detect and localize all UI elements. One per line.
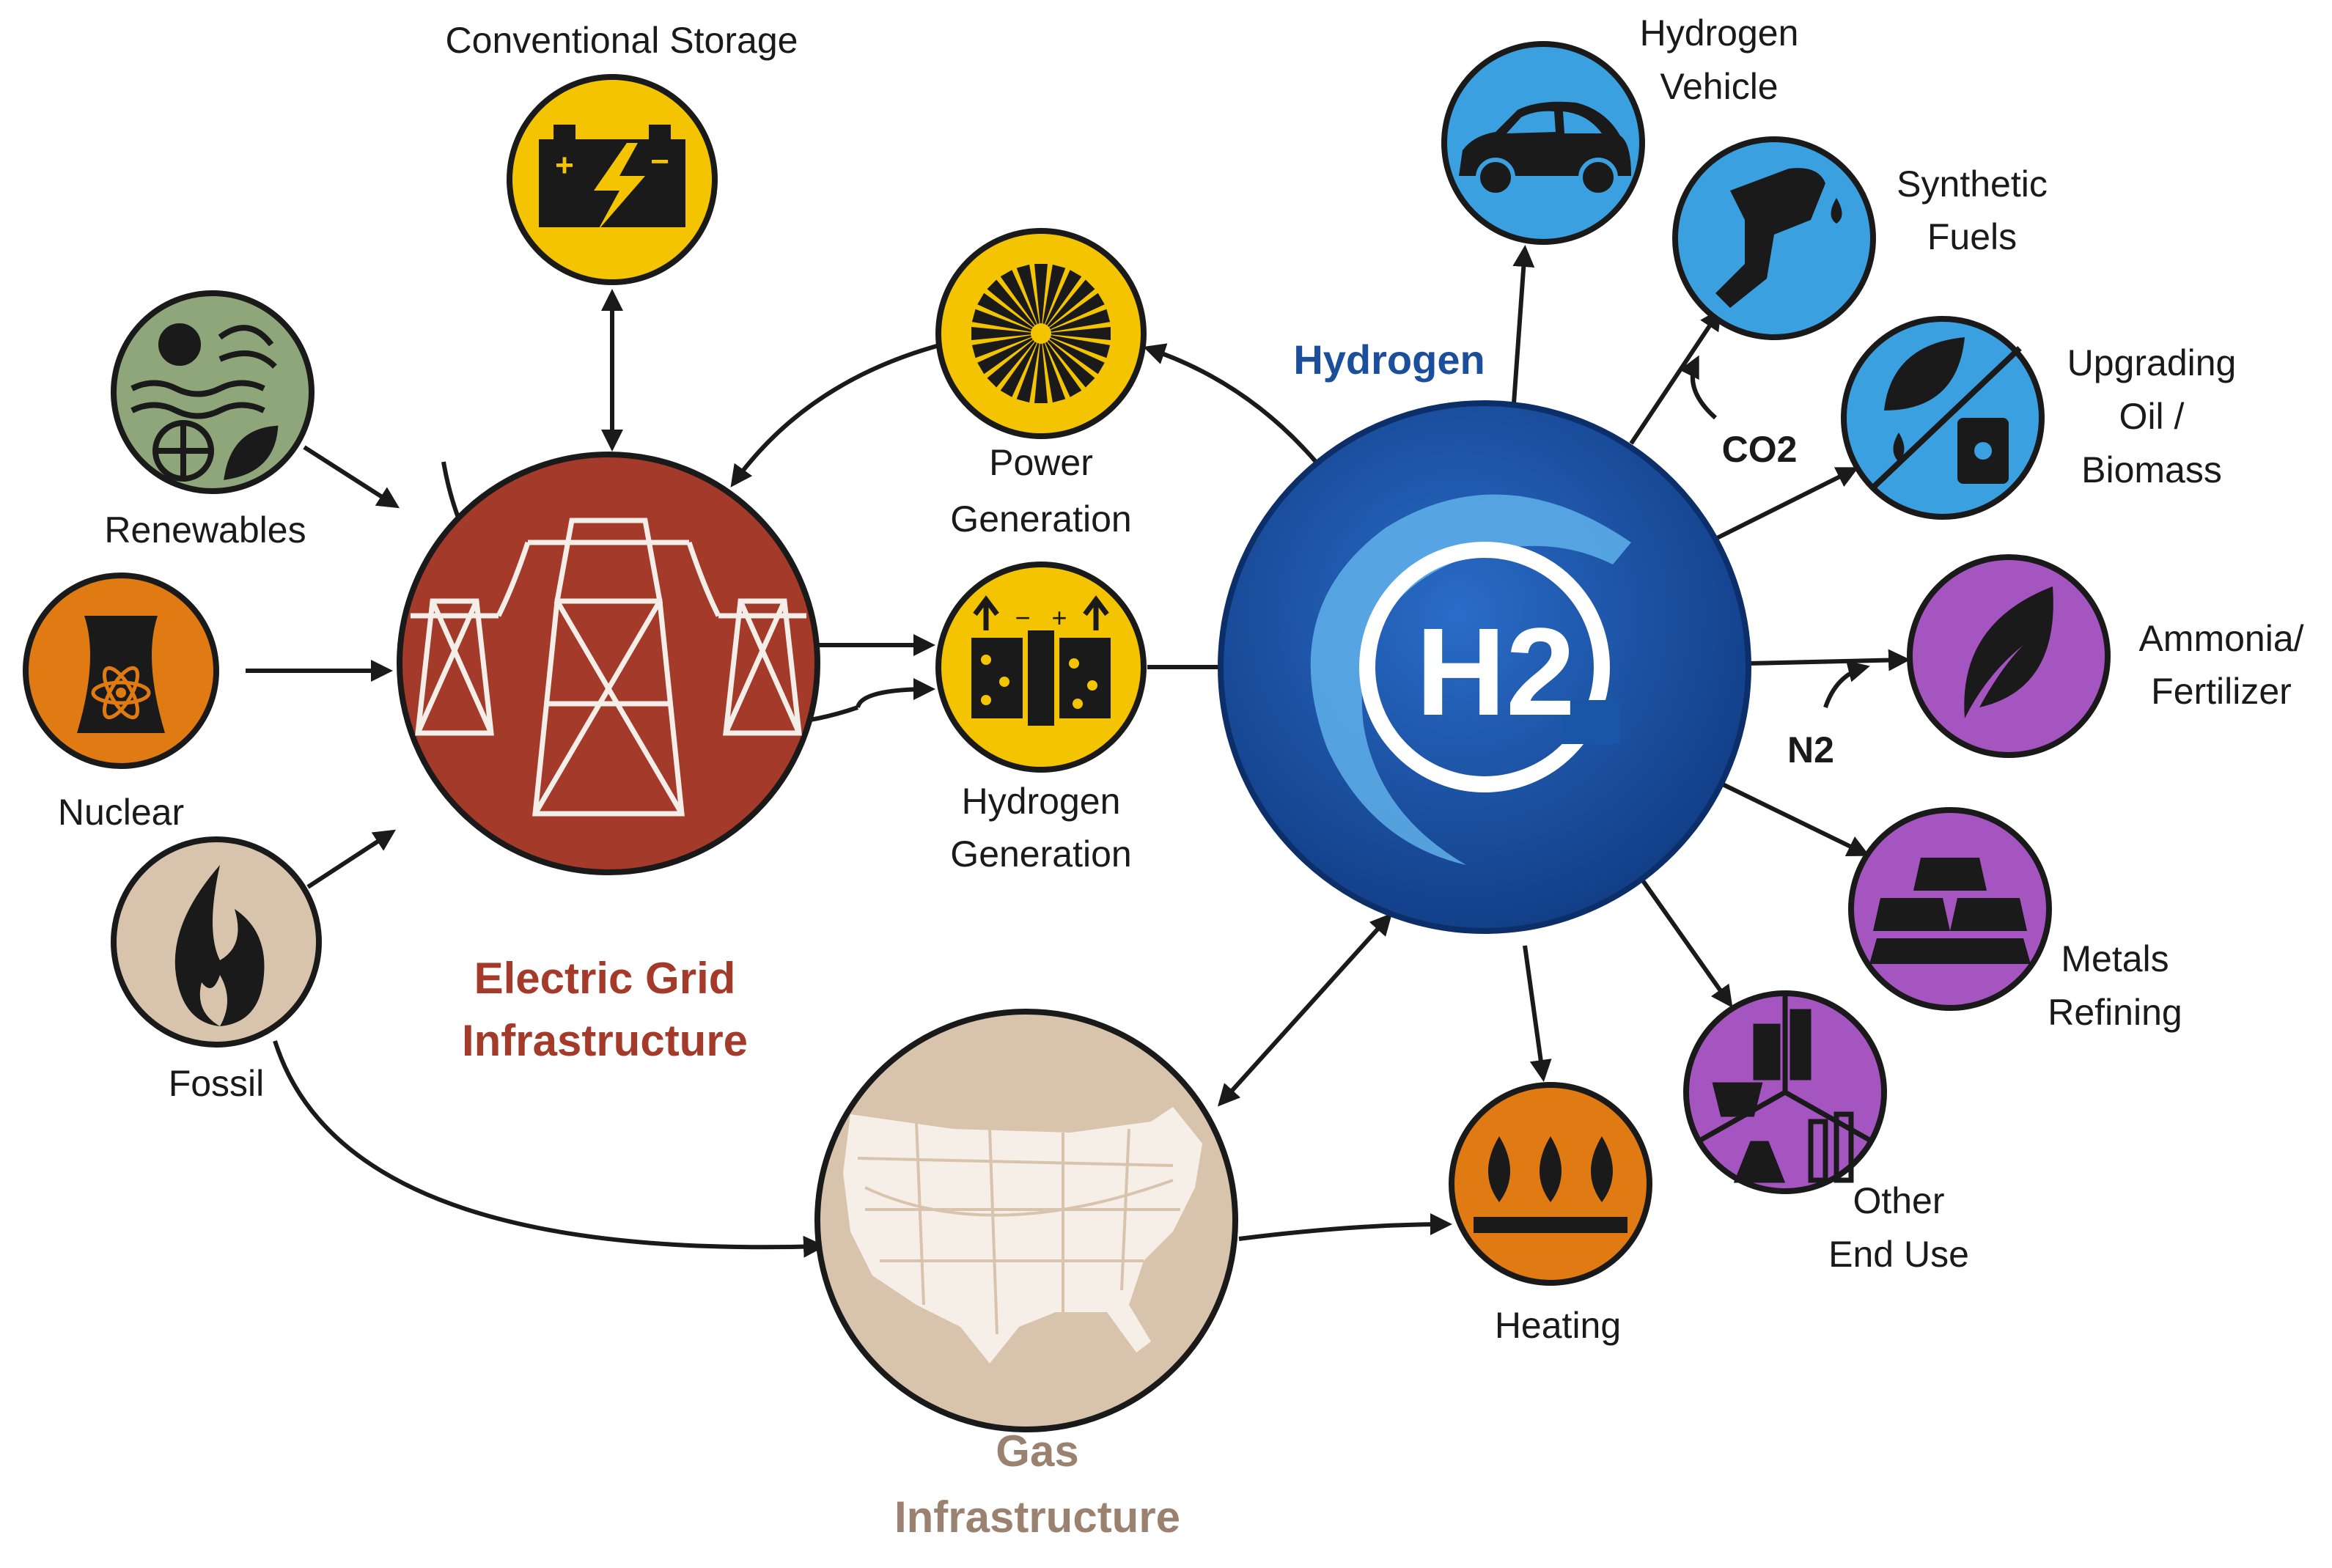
fuel-nozzle-icon — [1715, 168, 1842, 308]
node-gas-infrastructure — [814, 1009, 1238, 1432]
node-upgrading-oil-biomass — [1841, 316, 2045, 520]
leaf-barrel-icon — [1871, 337, 2022, 490]
label-fossil: Fossil — [169, 1063, 265, 1104]
battery-icon: + − — [539, 125, 685, 231]
svg-text:−: − — [1015, 603, 1030, 633]
label-upgrading-1: Upgrading — [2067, 342, 2237, 383]
label-other-end-use-2: End Use — [1828, 1234, 1969, 1275]
label-ammonia-1: Ammonia/ — [2138, 618, 2303, 659]
leaf-icon — [1964, 586, 2053, 718]
label-gas-infrastructure-1: Gas — [996, 1427, 1078, 1476]
edge-hydrogen-synthetic-fuels — [1629, 308, 1722, 445]
node-ammonia-fertilizer — [1907, 554, 2111, 758]
label-upgrading-3: Biomass — [2081, 449, 2222, 490]
label-ammonia-2: Fertilizer — [2151, 671, 2292, 712]
node-conventional-storage: + − — [507, 74, 718, 285]
label-hydrogen-generation-2: Generation — [950, 833, 1131, 875]
label-other-end-use-1: Other — [1853, 1180, 1944, 1221]
label-synthetic-fuels-1: Synthetic — [1897, 163, 2048, 205]
edge-n2-ammonia — [1823, 660, 1870, 708]
label-heating: Heating — [1495, 1305, 1621, 1346]
edge-hydrogen-metals — [1721, 782, 1870, 856]
edge-renewables-grid — [303, 445, 400, 509]
label-nuclear: Nuclear — [58, 792, 184, 833]
renewables-icon — [130, 323, 279, 482]
svg-text:+: + — [555, 147, 574, 183]
label-hydrogen-generation-1: Hydrogen — [962, 781, 1121, 822]
label-hydrogen-vehicle-1: Hydrogen — [1640, 12, 1799, 54]
node-other-end-use — [1683, 990, 1887, 1194]
svg-text:+: + — [1051, 603, 1067, 633]
label-hydrogen-vehicle-2: Vehicle — [1660, 66, 1778, 107]
nuclear-plant-icon — [77, 616, 165, 733]
node-power-generation — [935, 228, 1147, 439]
edge-hydrogen-power-gen — [1143, 343, 1318, 463]
edge-hydrogen-gas — [1217, 913, 1393, 1107]
label-upgrading-2: Oil / — [2119, 396, 2185, 437]
edge-fossil-gas — [273, 1040, 825, 1258]
edge-hydrogen-other-end-use — [1640, 878, 1733, 1008]
edge-power-gen-grid — [730, 342, 943, 487]
edge-arc-hydrogen-gen — [856, 678, 935, 709]
edge-hydrogen-vehicle — [1512, 245, 1535, 404]
node-hydrogen-generation: − + — [935, 562, 1147, 773]
electrolyzer-icon: − + — [971, 595, 1111, 726]
label-conventional-storage: Conventional Storage — [446, 20, 798, 61]
node-heating — [1449, 1082, 1652, 1286]
turbine-icon — [971, 264, 1111, 403]
node-nuclear — [23, 573, 219, 769]
edge-gas-heating — [1238, 1213, 1452, 1241]
us-map-icon — [843, 1107, 1202, 1363]
burner-icon — [1474, 1136, 1627, 1233]
h2-symbol: H2 — [1416, 603, 1575, 742]
node-hydrogen: H2 — [1218, 400, 1751, 934]
label-power-generation-2: Generation — [950, 498, 1131, 540]
edge-hydrogen-ammonia — [1748, 649, 1910, 671]
node-hydrogen-vehicle — [1441, 41, 1645, 245]
label-n2: N2 — [1787, 729, 1834, 770]
label-synthetic-fuels-2: Fuels — [1927, 216, 2017, 257]
edge-hydrogen-upgrading — [1714, 467, 1859, 541]
label-electric-grid-2: Infrastructure — [462, 1016, 748, 1065]
ingots-icon — [1869, 858, 2031, 964]
lab-icon — [1699, 993, 1871, 1183]
node-synthetic-fuels — [1672, 136, 1876, 340]
label-electric-grid-1: Electric Grid — [474, 954, 736, 1003]
node-renewables — [111, 290, 315, 494]
svg-text:−: − — [650, 144, 669, 180]
car-icon — [1459, 101, 1631, 197]
power-tower-icon — [411, 518, 806, 817]
label-metals-2: Refining — [2048, 992, 2182, 1033]
node-fossil — [111, 836, 322, 1048]
label-gas-infrastructure-2: Infrastructure — [894, 1492, 1180, 1542]
edge-fossil-grid — [306, 829, 397, 889]
label-power-generation-1: Power — [989, 442, 1093, 483]
edge-hydrogen-heating — [1523, 945, 1552, 1082]
label-co2: CO2 — [1722, 429, 1798, 470]
label-metals-1: Metals — [2061, 938, 2169, 979]
flame-icon — [174, 865, 265, 1026]
edge-co2-synthetic-fuels — [1679, 355, 1717, 420]
label-hydrogen: Hydrogen — [1293, 336, 1485, 383]
label-renewables: Renewables — [104, 509, 306, 551]
node-metals-refining — [1848, 807, 2052, 1011]
node-electric-grid — [397, 452, 820, 875]
